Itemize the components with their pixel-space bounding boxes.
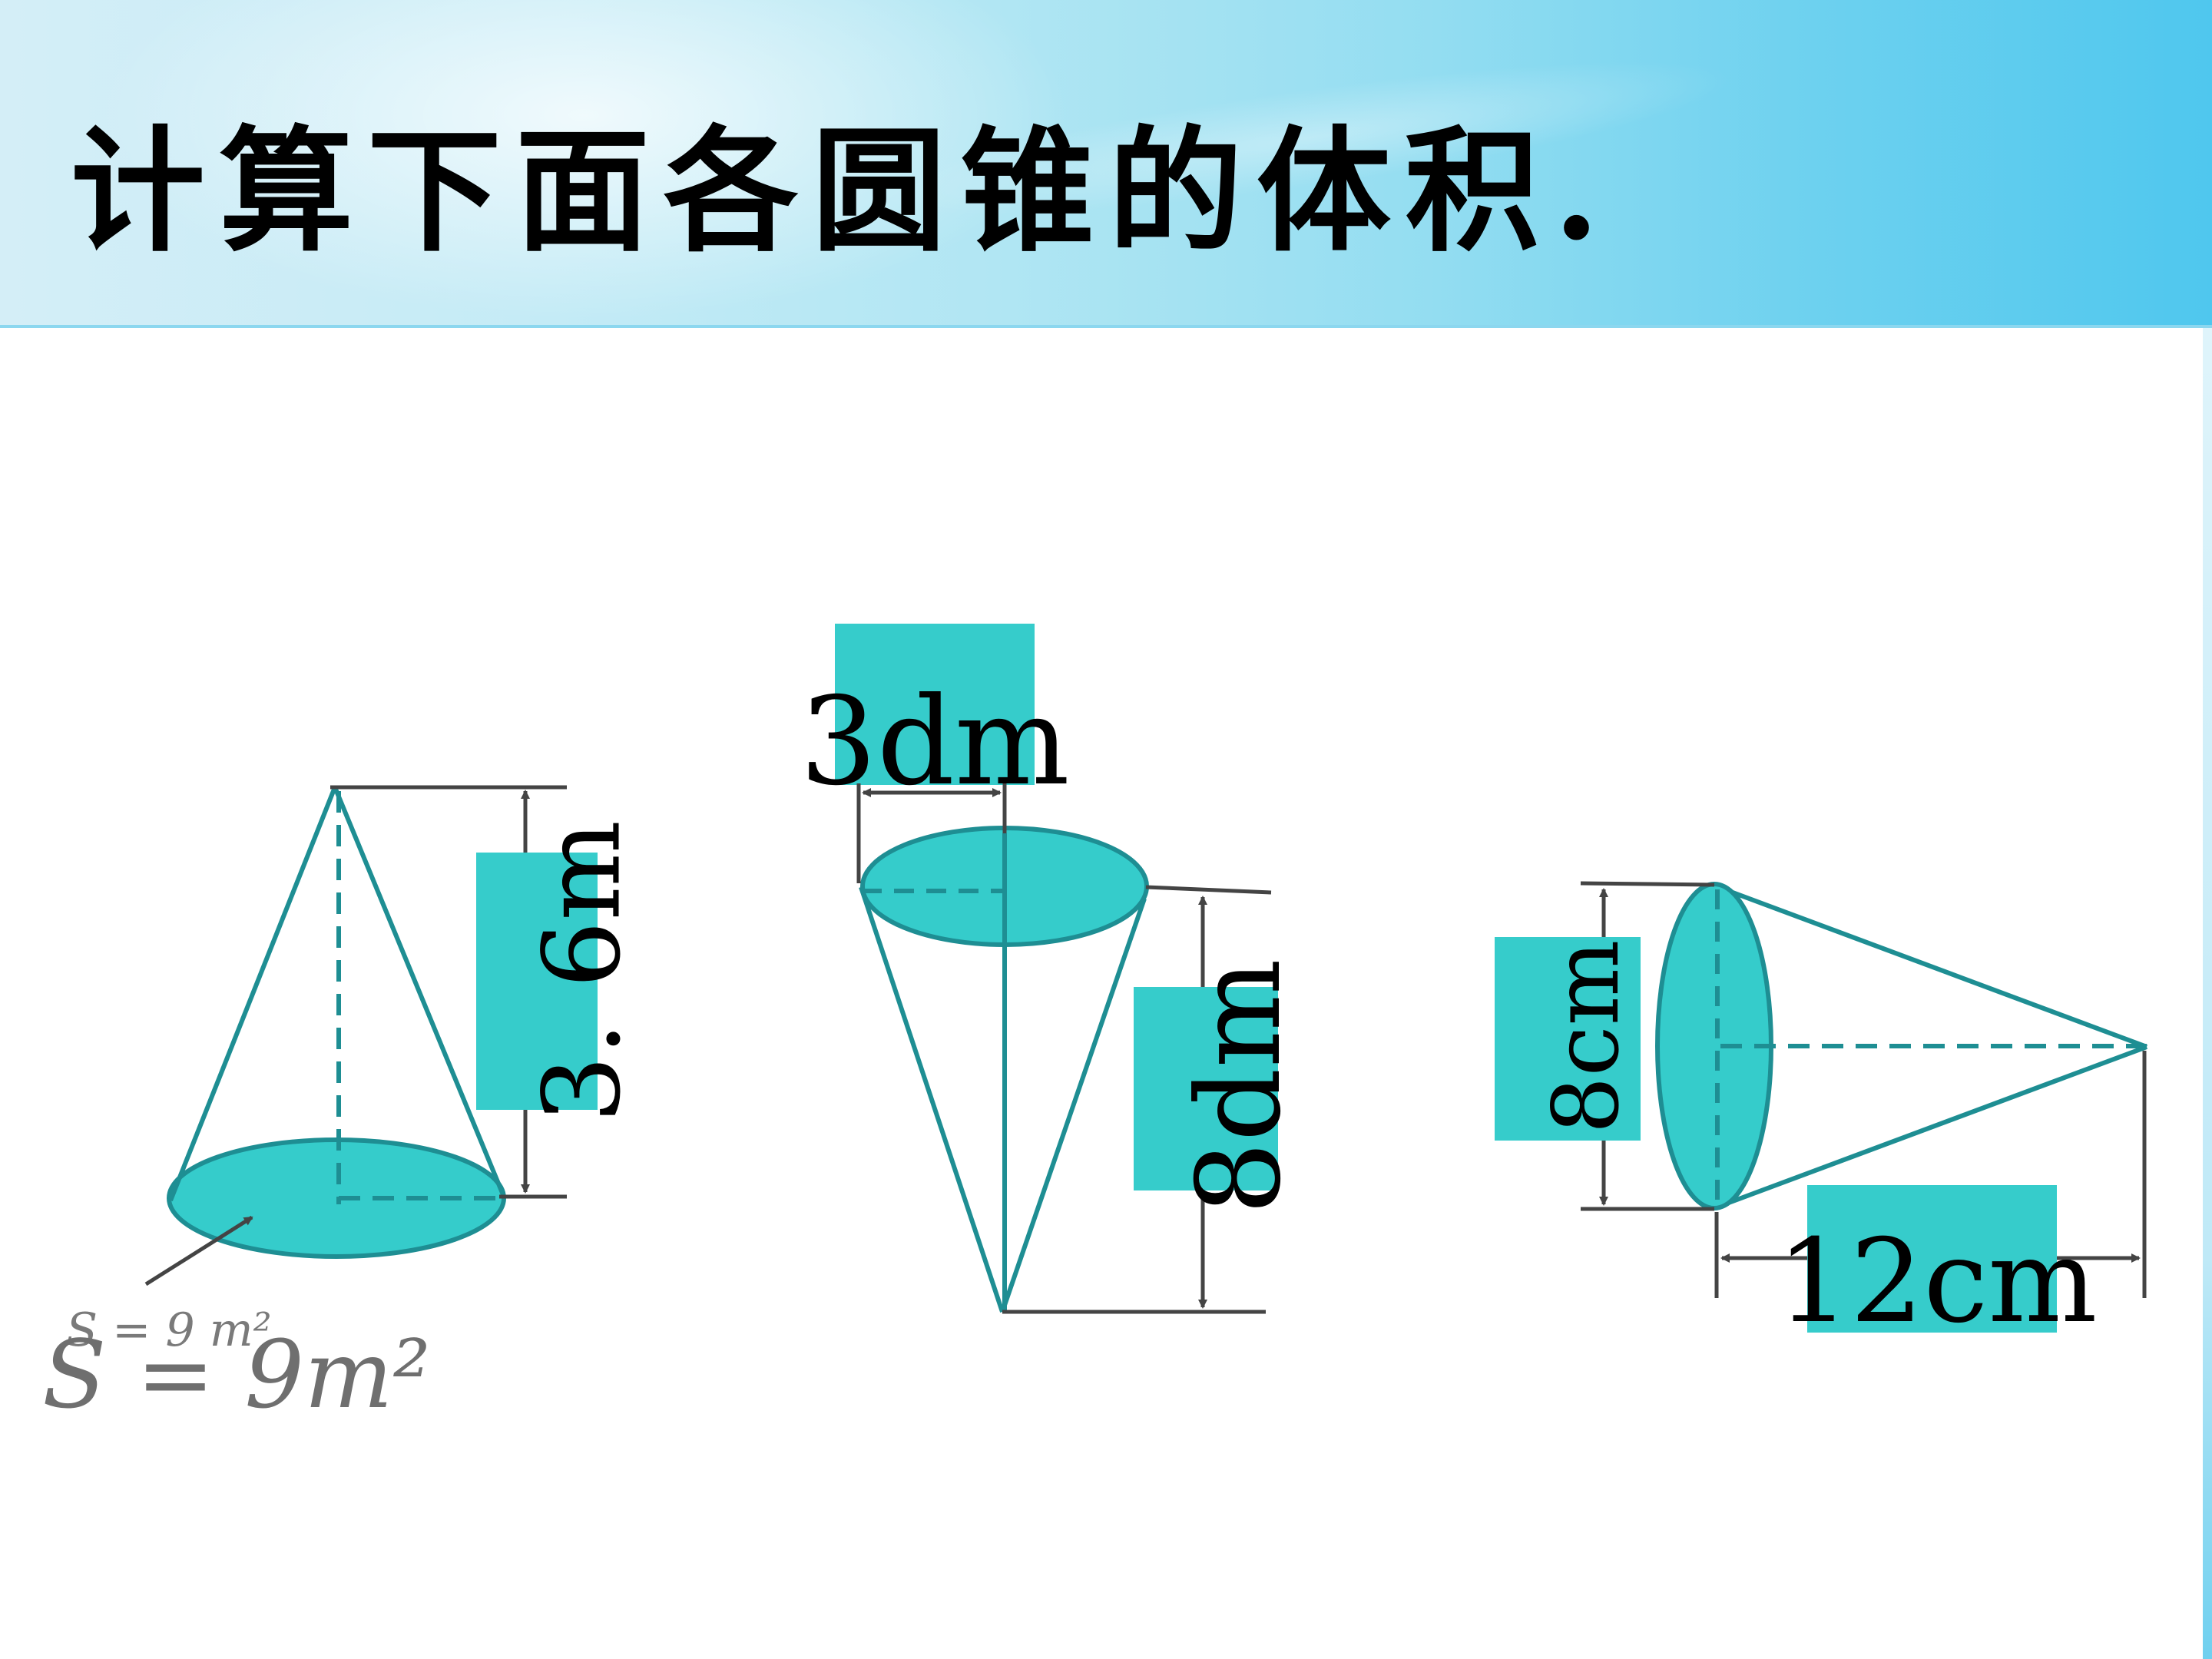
cone-2: 3dm 8dm [800,624,1306,1314]
cone-1-right-edge [333,786,506,1198]
cone-3-length-label-box [1807,1185,2057,1333]
cone-2-diameter-label: 3dm [800,671,1070,813]
cone-2-height-label: 8dm [1173,959,1306,1215]
cone-2-left-edge [859,886,1005,1313]
cone-1-height-label: 3. 6m [521,820,644,1123]
header-glow [0,0,2212,326]
cone-2-top-extension [1145,885,1272,895]
cone-1-area-pointer [144,1215,253,1286]
cone-3-length-label: 12cm [1777,1215,2097,1349]
cone-2-height-label-box [1134,987,1278,1190]
cone-2-right-edge [1000,898,1147,1313]
cone-1-area-label: S = 9m² [42,1320,431,1429]
cone-3-base [1655,882,1773,1210]
cone-1: 3. 6m S = 9 m² S = 9m² [42,785,644,1429]
cone-2-diameter-label-box [835,624,1035,785]
cone-3-upper-edge [1713,883,2148,1049]
cone-1-area-label-shadow: S = 9 m² [66,1303,272,1357]
cone-3-lower-edge [1713,1045,2148,1210]
cone-3-diameter-label: 8cm [1533,939,1639,1134]
header-divider [0,325,2212,328]
cone-3: 8cm 12cm [1495,881,2148,1349]
cone-3-top-extension [1580,881,1715,887]
cone-1-left-edge [168,786,337,1202]
cone-3-diameter-label-box [1495,937,1641,1141]
right-edge-strip [2203,328,2212,1659]
page-title: 计算下面各圆锥的体积. [71,113,1614,270]
cone-1-height-label-box [476,853,598,1110]
